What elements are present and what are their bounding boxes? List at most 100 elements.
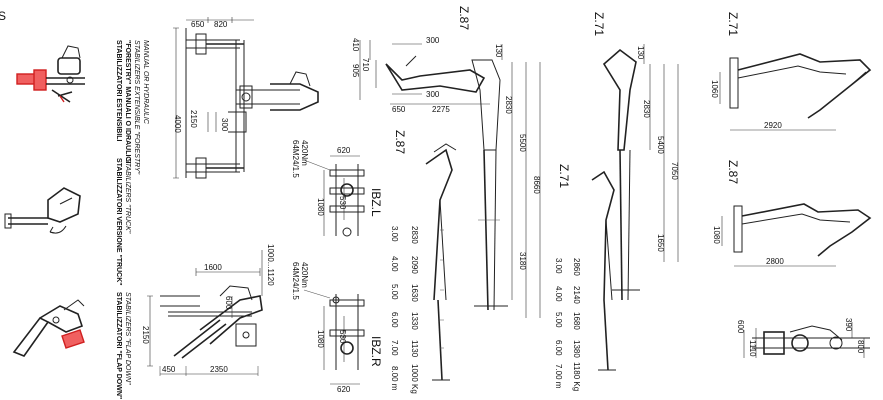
svg-text:7050: 7050 [670,162,679,180]
svg-text:1000...1120: 1000...1120 [266,244,275,286]
z71-side-label: Z.71 [726,12,740,36]
forestry-stabilizer-plan: 650 820 4000 2150 300 [173,17,319,179]
svg-text:2830: 2830 [504,96,513,114]
svg-text:2350: 2350 [210,365,228,374]
z87-extended-view: Z.87 1080 2800 [712,160,872,267]
svg-text:530: 530 [338,330,347,344]
z87-row: 8.00 m 1000 Kg [390,364,419,394]
svg-text:1130: 1130 [410,340,419,358]
svg-text:64M24/1.5: 64M24/1.5 [291,262,300,300]
svg-text:3180: 3180 [518,252,527,270]
svg-text:3.00: 3.00 [390,226,399,242]
svg-text:5400: 5400 [656,136,665,154]
svg-text:2860: 2860 [572,258,581,276]
ibzr-rotator: 64M24/1.5 420Nm 530 1080 620 IBZ.R [291,262,383,394]
svg-text:STABILIZZATORI VERSIONE "TRUCK: STABILIZZATORI VERSIONE "TRUCK" [115,158,122,286]
svg-text:1680: 1680 [572,312,581,330]
forestry-stabilizer-icon [16,45,85,103]
svg-text:1380: 1380 [572,340,581,358]
z87-folded-view: Z.87 410 710 905 300 300 650 2275 130 28… [351,6,541,318]
z87-row: 5.00 1630 [390,284,419,302]
svg-text:2090: 2090 [410,256,419,274]
z71-row: 5.00 1680 [554,312,581,330]
z71-top-label: Z.71 [592,12,606,36]
svg-text:7.00 m: 7.00 m [554,364,563,389]
svg-text:1330: 1330 [410,312,419,330]
svg-text:130: 130 [494,44,503,58]
svg-text:420Nm: 420Nm [300,262,309,288]
svg-text:4.00: 4.00 [554,286,563,302]
z71-extended-view: Z.71 1060 2920 [710,12,872,131]
svg-text:2920: 2920 [764,121,782,130]
corner-mark: S [0,9,6,23]
svg-text:450: 450 [162,365,176,374]
svg-text:650: 650 [191,20,205,29]
svg-text:1110: 1110 [748,340,757,357]
svg-text:2275: 2275 [432,105,450,114]
svg-text:2800: 2800 [766,257,784,266]
svg-text:2150: 2150 [141,326,150,344]
z87-table-label: Z.87 [393,130,407,154]
svg-text:64M24/1.5: 64M24/1.5 [291,140,300,178]
svg-text:4.00: 4.00 [390,256,399,272]
svg-text:8660: 8660 [532,176,541,194]
svg-text:4000: 4000 [173,115,182,133]
svg-text:STABILIZZATORI "FLAP DOWN": STABILIZZATORI "FLAP DOWN" [115,292,122,399]
svg-text:STABILIZERS EXTENSIBLE "FOREST: STABILIZERS EXTENSIBLE "FORESTRY" [133,40,140,175]
svg-text:STABILIZERS "TRUCK": STABILIZERS "TRUCK" [124,158,131,234]
svg-text:800: 800 [856,340,865,354]
flap-down-caption: STABILIZZATORI "FLAP DOWN" STABILIZERS "… [115,292,131,399]
svg-text:410: 410 [351,38,360,52]
z71-row: 4.00 2140 [554,286,581,304]
svg-text:390: 390 [844,318,853,332]
svg-text:2150: 2150 [189,110,198,128]
svg-text:"FORESTRY" MANUALI O IDRAULICI: "FORESTRY" MANUALI O IDRAULICI [124,40,131,163]
svg-text:5500: 5500 [518,134,527,152]
svg-text:1080: 1080 [316,330,325,348]
svg-text:600: 600 [224,296,233,310]
svg-text:7.00: 7.00 [390,340,399,356]
svg-text:STABILIZERS "FLAP DOWN": STABILIZERS "FLAP DOWN" [124,292,131,385]
z71-table-label: Z.71 [557,164,571,188]
svg-text:620: 620 [337,385,351,394]
svg-text:6.00: 6.00 [390,312,399,328]
flap-down-stabilizer-icon [12,299,85,357]
flap-down-plan: 1600 600 1000...1120 2150 450 2350 [141,244,275,376]
svg-text:1080: 1080 [316,198,325,216]
base-plan-view: 600 390 800 1110 [736,318,870,358]
svg-text:MANUAL OR HYDRAULIC: MANUAL OR HYDRAULIC [142,40,149,125]
svg-text:1180 Kg: 1180 Kg [572,362,581,391]
svg-text:820: 820 [214,20,228,29]
svg-text:1080: 1080 [712,226,721,244]
svg-text:5.00: 5.00 [390,284,399,300]
svg-text:130: 130 [636,46,645,60]
svg-text:905: 905 [351,64,360,78]
svg-text:1000 Kg: 1000 Kg [410,364,419,394]
svg-text:3.00: 3.00 [554,258,563,274]
svg-text:8.00 m: 8.00 m [390,366,399,391]
svg-text:2830: 2830 [410,226,419,244]
svg-text:STABILIZZATORI ESTENSIBILI: STABILIZZATORI ESTENSIBILI [115,40,122,142]
svg-text:300: 300 [426,90,440,99]
svg-text:710: 710 [361,58,370,72]
z71-row: 6.00 1380 [554,340,581,358]
svg-text:1060: 1060 [710,80,719,98]
svg-text:1650: 1650 [656,234,665,252]
svg-text:2140: 2140 [572,286,581,304]
svg-text:5.00: 5.00 [554,312,563,328]
truck-caption: STABILIZZATORI VERSIONE "TRUCK" STABILIZ… [115,158,131,286]
z87-load-chart: Z.87 3.00 2830 4.00 2090 5.00 1630 6.00 … [390,130,457,394]
truck-stabilizer-icon [4,187,81,234]
svg-text:6.00: 6.00 [554,340,563,356]
z87-top-label: Z.87 [457,6,471,30]
z87-row: 6.00 1330 [390,312,419,330]
svg-text:600: 600 [736,320,745,334]
z71-load-chart: Z.71 3.00 2860 4.00 2140 5.00 1680 6.00 … [554,164,616,391]
z87-row: 3.00 2830 [390,226,419,244]
svg-text:1600: 1600 [204,263,222,272]
svg-text:300: 300 [220,118,229,132]
svg-text:530: 530 [338,196,347,210]
ibzl-rotator: 64M24/1.5 420Nm 620 530 1080 IBZ.L [291,140,383,237]
z87-side-label: Z.87 [726,160,740,184]
